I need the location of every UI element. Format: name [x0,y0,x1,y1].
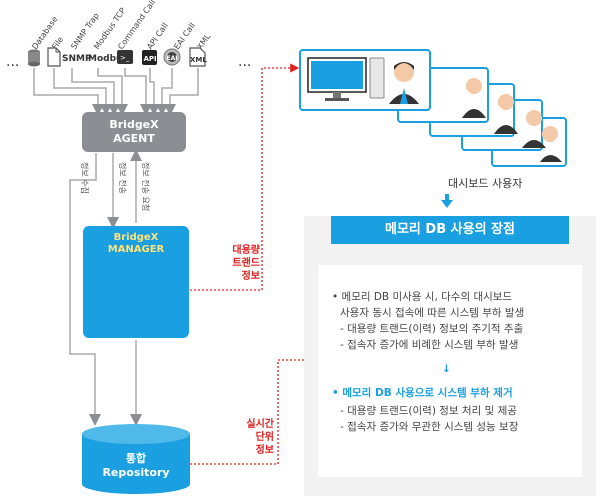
down-arrow-icon [441,200,453,208]
trend-info-label: 대용량 트랜드 정보 [218,244,260,283]
bridgex-manager-box: BridgeX MANAGER [83,226,189,338]
label-info-send-request: 정보 전송 요청 [141,162,151,211]
database-icon [28,49,40,67]
manager-title: BridgeX MANAGER [83,232,189,256]
benefit-line: • 메모리 DB 미사용 시, 다수의 대시보드 [332,291,513,303]
trend-label-line: 대용량 [232,245,260,256]
red-dotted-connectors [190,63,320,465]
svg-text:Modbus: Modbus [88,54,128,64]
api-icon: API [142,50,157,65]
agent-label-2: AGENT [113,132,155,145]
benefit-line: - 대용량 트랜드(이력) 정보의 주기적 추출 [340,323,524,335]
trend-label-line: 정보 [241,271,260,282]
dashboard-stack [299,49,567,167]
repository-label-2: Repository [102,466,170,479]
realtime-label-line: 실시간 [246,419,274,430]
bridgex-agent-box: BridgeX AGENT [82,112,186,152]
repository-label-1: 통합 [125,452,147,465]
source-label-eai: EAI Call [172,21,197,51]
svg-text:>_: >_ [120,54,130,62]
realtime-info-label: 실시간 단위 정보 [232,418,274,457]
snmp-icon: SNMP [62,54,92,64]
benefit-line: 사용자 동시 접속에 따른 시스템 부하 발생 [340,307,525,319]
down-arrow-stem [445,194,449,201]
label-info-transfer: 정보 전송 [118,162,128,194]
agent-label-1: BridgeX [109,118,159,131]
svg-text:SNMP: SNMP [62,54,92,64]
terminal-icon: >_ [117,50,133,64]
ellipsis-left: ... [6,54,19,70]
benefit-title: 메모리 DB 사용의 장점 [331,216,569,244]
dashboard-caption: 대시보드 사용자 [448,177,523,190]
svg-text:API: API [144,55,157,63]
source-labels: Database File SNMP Trap Modbus TCP Comma… [30,0,212,51]
benefit-sub-line: - 접속자 증가와 무관한 시스템 성능 보장 [340,421,519,433]
repository-label: 통합 Repository [82,452,190,480]
source-label-api: API Call [145,21,170,51]
realtime-label-line: 정보 [255,445,274,456]
agent-manager-connectors [69,149,142,426]
trend-label-line: 트랜드 [232,258,260,269]
benefit-sub-line: - 대용량 트랜드(이력) 정보 처리 및 제공 [340,405,517,417]
file-icon [47,47,61,67]
manager-label-1: BridgeX [113,232,159,243]
modbus-icon: Modbus [88,54,128,64]
benefit-line: - 접속자 증가에 비례한 시스템 부하 발생 [340,339,519,351]
benefit-arrow-icon: ↓ [442,363,451,375]
benefit-highlight: • 메모리 DB 사용으로 시스템 부하 제거 [332,387,513,399]
benefit-inner-panel [318,265,582,477]
xml-icon: XML [189,47,207,67]
manager-label-2: MANAGER [107,244,165,255]
eai-icon: EAI [163,48,181,66]
repository-cylinder [82,424,190,494]
ellipsis-right: ... [238,54,251,70]
label-info-collect: 정보 수집 [80,162,90,194]
svg-text:XML: XML [190,56,207,64]
svg-text:EAI: EAI [167,55,178,62]
source-connectors [33,68,199,116]
realtime-label-line: 단위 [255,432,274,443]
